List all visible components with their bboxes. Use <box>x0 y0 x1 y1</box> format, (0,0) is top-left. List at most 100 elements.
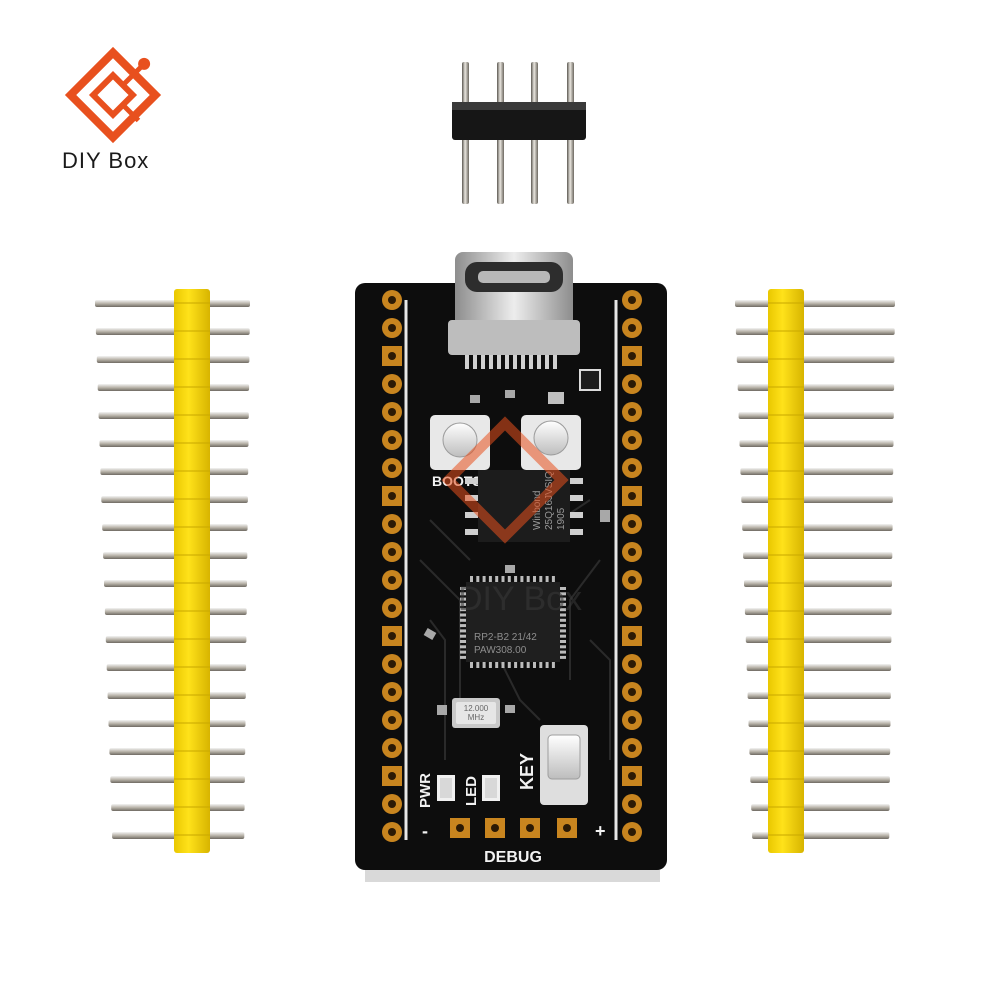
header-pin <box>739 440 894 447</box>
pad-hole <box>388 352 396 360</box>
pad-hole <box>388 716 396 724</box>
header-body <box>174 289 210 853</box>
pad-hole <box>388 380 396 388</box>
usb-pin <box>553 355 557 369</box>
pwr-led <box>437 775 455 801</box>
header-pin <box>745 636 892 643</box>
pad-hole <box>388 660 396 668</box>
debug-minus-label: - <box>422 821 428 841</box>
debug-pads <box>450 818 577 838</box>
rp2040-chip: RP2-B2 21/42 PAW308.00 <box>460 576 566 668</box>
header-pin <box>97 384 250 391</box>
crystal-text: 12.000 <box>464 704 489 713</box>
pad-hole <box>388 548 396 556</box>
chip-leg <box>465 478 481 484</box>
pad-hole <box>388 828 396 836</box>
pad-hole <box>388 772 396 780</box>
chip-leg <box>558 597 566 601</box>
chip-leg <box>567 478 583 484</box>
brand-logo <box>64 46 162 144</box>
pad-hole <box>491 824 499 832</box>
chip-leg <box>460 629 468 633</box>
chip-leg <box>526 576 530 584</box>
chip-leg <box>567 512 583 518</box>
gpio-pads <box>382 290 642 842</box>
chip-leg <box>501 660 505 668</box>
chip-leg <box>476 660 480 668</box>
pad-hole <box>628 744 636 752</box>
key-label: KEY <box>517 753 537 790</box>
chip-leg <box>526 660 530 668</box>
pad-hole <box>628 464 636 472</box>
usb-pin <box>537 355 541 369</box>
usb-pin <box>513 355 517 369</box>
debug-plus-label: + <box>595 821 606 841</box>
mcu-text: PAW308.00 <box>474 645 527 656</box>
usb-pin <box>545 355 549 369</box>
header-pin <box>98 412 249 419</box>
pad-hole <box>628 352 636 360</box>
chip-leg <box>470 576 473 584</box>
header-pin <box>96 356 250 363</box>
chip-leg <box>465 529 481 535</box>
key-button[interactable] <box>540 725 588 805</box>
chip-leg <box>460 634 468 638</box>
chip-leg <box>460 587 468 590</box>
usb-pin <box>481 355 485 369</box>
chip-leg <box>476 576 480 584</box>
usb-pin <box>497 355 501 369</box>
usb-pin <box>489 355 493 369</box>
chip-leg <box>514 660 518 668</box>
header-pin <box>735 300 895 307</box>
chip-leg <box>558 618 566 622</box>
chip-leg <box>470 660 473 668</box>
chip-leg <box>501 576 505 584</box>
chip-leg <box>558 608 566 612</box>
pad-hole <box>388 744 396 752</box>
chip-leg <box>495 660 499 668</box>
pad-hole <box>388 464 396 472</box>
right-pin-header <box>735 289 895 853</box>
header-pin <box>735 328 895 335</box>
watermark-logo <box>441 416 569 544</box>
header-pin <box>95 300 250 307</box>
crystal-text: MHz <box>468 713 484 722</box>
chip-leg <box>558 602 566 606</box>
pad-hole <box>388 800 396 808</box>
debug-label: DEBUG <box>484 849 542 866</box>
circuit-diamond-icon <box>64 46 162 144</box>
usb-pin <box>465 355 469 369</box>
chip-leg <box>514 576 518 584</box>
pad-hole <box>628 716 636 724</box>
usb-pin <box>529 355 533 369</box>
chip-leg <box>558 640 566 643</box>
chip-leg <box>460 602 468 606</box>
pwr-label: PWR <box>417 773 434 808</box>
chip-leg <box>558 655 566 659</box>
header-pin <box>744 580 892 587</box>
chip-leg <box>551 576 555 584</box>
pad-hole <box>628 296 636 304</box>
pad-hole <box>628 576 636 584</box>
chip-leg <box>539 660 543 668</box>
usb-pin <box>473 355 477 369</box>
pad-hole <box>388 324 396 332</box>
pad-hole <box>456 824 464 832</box>
pad-hole <box>628 772 636 780</box>
chip-leg <box>567 529 583 535</box>
pad-hole <box>628 436 636 444</box>
header-pin <box>95 328 250 335</box>
pad-hole <box>628 492 636 500</box>
header-pin <box>744 608 892 615</box>
chip-leg <box>460 624 468 628</box>
chip-leg <box>507 576 511 584</box>
chip-leg <box>558 634 566 638</box>
flash-chip-text: 25Q16JVSIQ <box>544 471 555 530</box>
flash-chip-text: 1905 <box>556 507 567 530</box>
chip-leg <box>460 655 468 659</box>
chip-leg <box>460 592 468 596</box>
chip-leg <box>558 624 566 628</box>
short-pin-header <box>452 62 586 204</box>
led-label: LED <box>463 776 480 806</box>
